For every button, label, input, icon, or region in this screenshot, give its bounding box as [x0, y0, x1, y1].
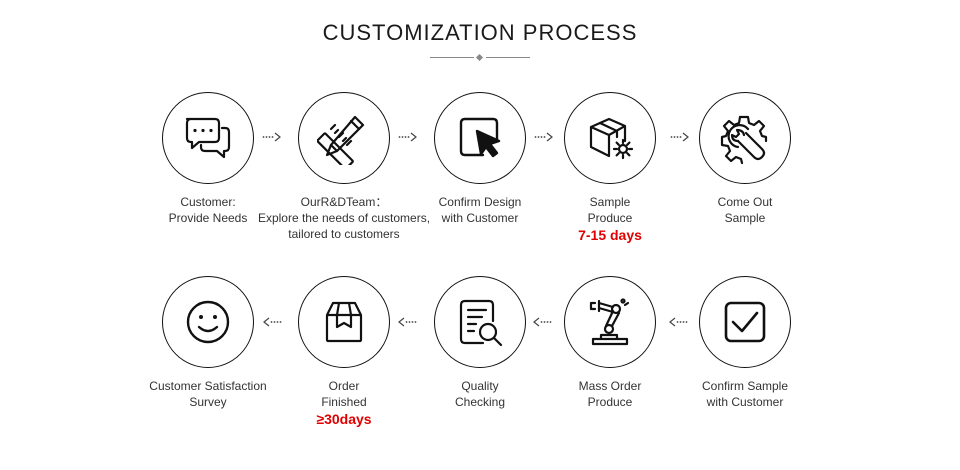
document-magnifier-icon [459, 299, 503, 347]
package-icon [325, 301, 363, 343]
step-confirm-sample: Confirm Sample with Customer [655, 276, 835, 410]
duration-highlight: ≥30days [316, 411, 372, 427]
step-circle [434, 276, 526, 368]
step-label: Order Finished ≥30days [254, 378, 434, 428]
step-sample-produce: Sample Produce 7-15 days [520, 92, 700, 244]
step-circle [298, 92, 390, 184]
box-gear-icon [589, 117, 634, 160]
step-circle [564, 92, 656, 184]
robot-arm-icon [589, 298, 630, 346]
arrow-left-icon [533, 317, 552, 327]
chat-bubbles-icon [185, 117, 231, 159]
title-divider [430, 53, 530, 62]
step-mass-order: Mass Order Produce [520, 276, 700, 410]
smiley-icon [186, 300, 230, 344]
step-label: Mass Order Produce [578, 379, 642, 409]
arrow-right-icon [262, 132, 281, 142]
step-circle [162, 92, 254, 184]
step-label: OurR&DTeam： Explore the needs of custome… [257, 195, 431, 241]
step-circle [298, 276, 390, 368]
step-customer-needs: Customer: Provide Needs [118, 92, 298, 226]
duration-highlight: 7-15 days [578, 227, 642, 243]
arrow-right-icon [534, 132, 553, 142]
step-label: Come Out Sample [717, 195, 773, 225]
cursor-click-icon [459, 117, 501, 158]
arrow-left-icon [669, 317, 688, 327]
step-label: Customer Satisfaction Survey [149, 379, 267, 409]
step-quality-checking: Quality Checking [390, 276, 570, 410]
step-come-out-sample: Come Out Sample [655, 92, 835, 226]
arrow-left-icon [263, 317, 282, 327]
step-label: Confirm Design with Customer [438, 195, 522, 225]
arrow-right-icon [398, 132, 417, 142]
step-order-finished: Order Finished ≥30days [254, 276, 434, 428]
step-circle [162, 276, 254, 368]
step-label: Sample Produce 7-15 days [520, 194, 700, 244]
step-circle [699, 276, 791, 368]
checkbox-icon [724, 301, 766, 343]
step-rd-team: OurR&DTeam： Explore the needs of custome… [254, 92, 434, 242]
step-circle [564, 276, 656, 368]
step-label: Customer: Provide Needs [168, 195, 248, 225]
arrow-left-icon [398, 317, 417, 327]
step-satisfaction-survey: Customer Satisfaction Survey [118, 276, 298, 410]
page-title: CUSTOMIZATION PROCESS [322, 20, 638, 45]
gear-wrench-icon [720, 115, 768, 165]
step-label: Quality Checking [454, 379, 506, 409]
step-label: Confirm Sample with Customer [701, 379, 789, 409]
step-confirm-design: Confirm Design with Customer [390, 92, 570, 226]
arrow-right-icon [670, 132, 689, 142]
step-circle [699, 92, 791, 184]
ruler-pencil-icon [317, 115, 365, 165]
step-circle [434, 92, 526, 184]
